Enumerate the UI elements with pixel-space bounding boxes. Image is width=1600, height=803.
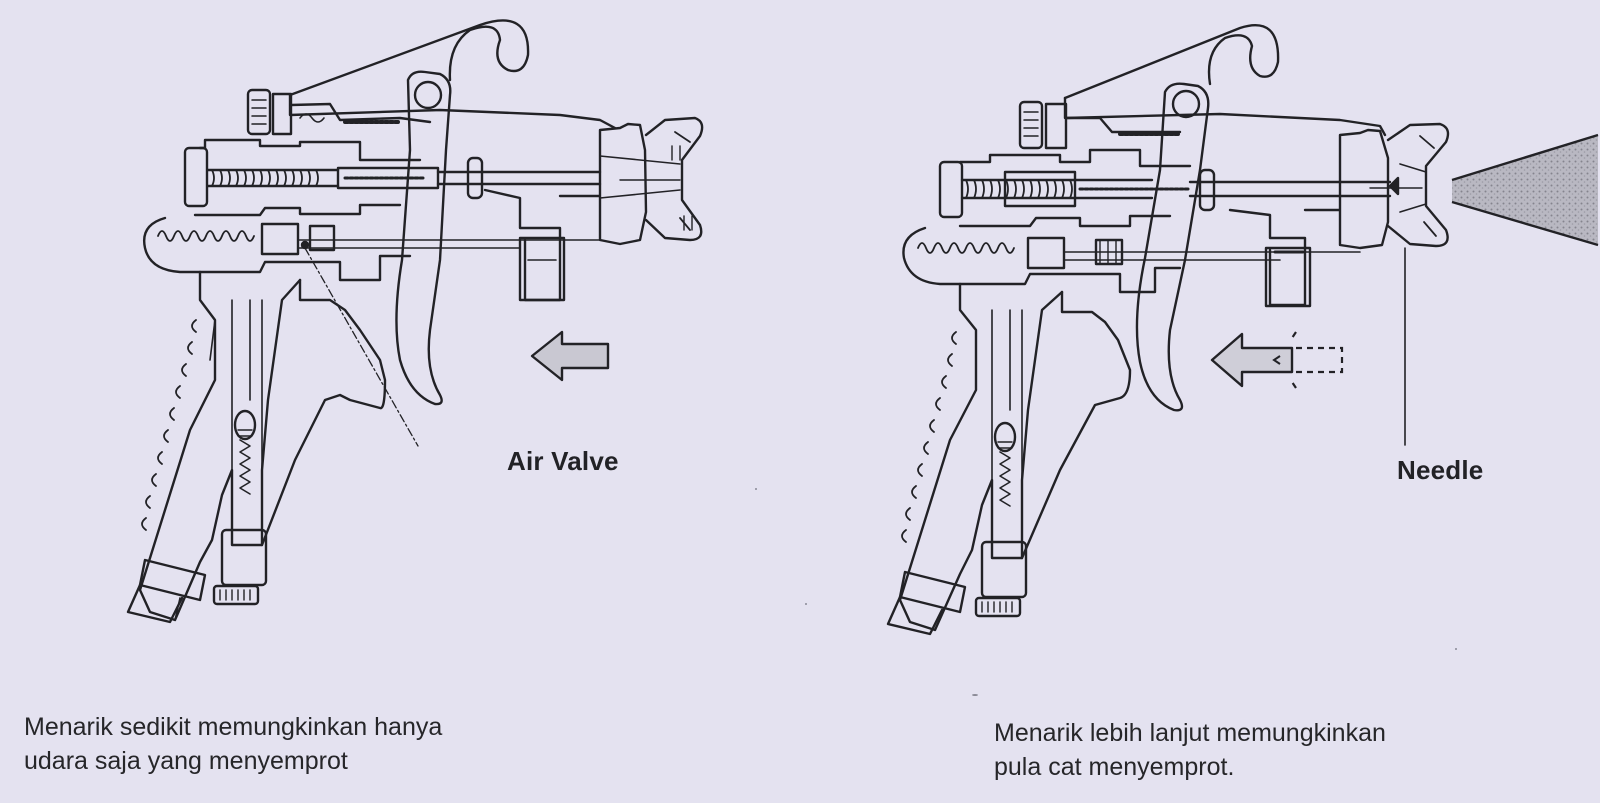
caption-right-line-2: pula cat menyemprot. xyxy=(994,753,1235,781)
spray-gun-diagram-air-valve xyxy=(0,0,800,660)
spray-gun-diagram-needle xyxy=(800,0,1600,660)
air-valve-label: Air Valve xyxy=(507,446,619,476)
air-cap xyxy=(644,116,704,242)
scan-speck xyxy=(972,694,978,696)
hook-outline xyxy=(288,19,530,97)
caption-left-line-1: Menarik sedikit memungkinkan hanya xyxy=(24,713,443,741)
caption-right: Menarik lebih lanjut memungkinkan pula c… xyxy=(994,716,1386,784)
caption-right-line-1: Menarik lebih lanjut memungkinkan xyxy=(994,719,1386,747)
needle-label: Needle xyxy=(1397,455,1484,485)
spray-cone-icon xyxy=(1451,133,1599,247)
trigger-outline xyxy=(395,70,452,406)
caption-left-line-2: udara saja yang menyemprot xyxy=(24,747,348,775)
caption-left: Menarik sedikit memungkinkan hanya udara… xyxy=(24,710,442,778)
scan-speck xyxy=(755,488,757,490)
handle-outline xyxy=(138,270,302,622)
air-valve-leader-line xyxy=(304,247,419,447)
scan-speck xyxy=(805,603,807,605)
left-arrow-icon xyxy=(1210,331,1344,389)
scan-speck xyxy=(1455,648,1457,650)
left-arrow-icon xyxy=(530,330,610,382)
